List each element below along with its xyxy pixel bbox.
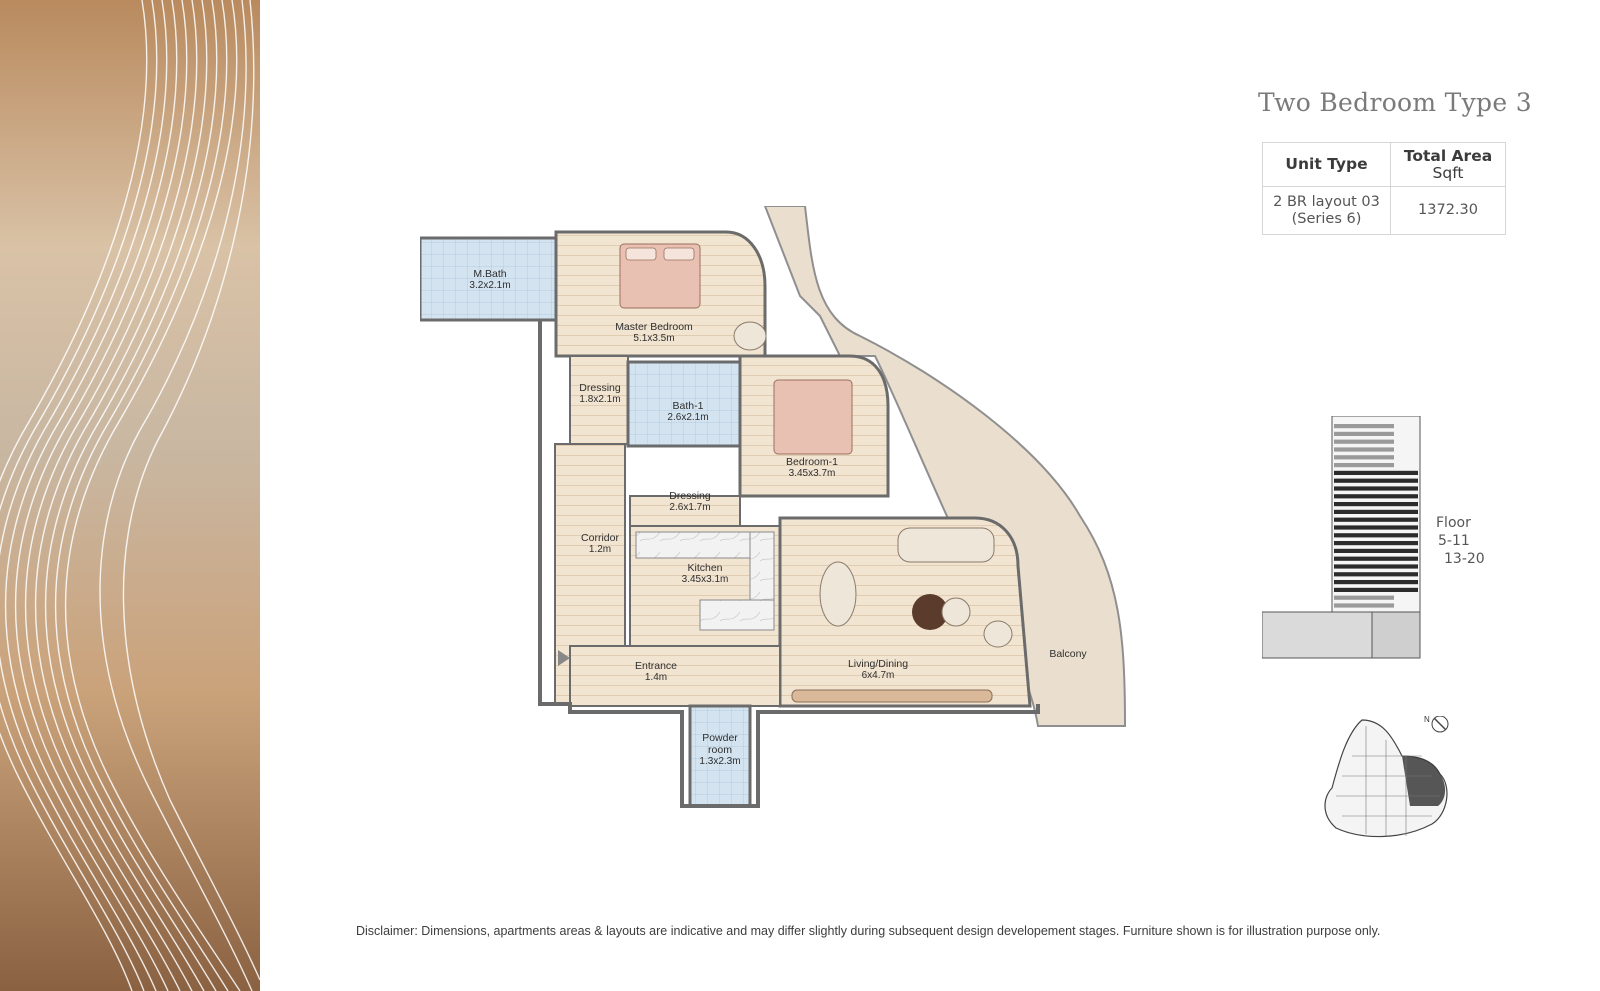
floor-range-1: 5-11: [1438, 533, 1470, 549]
compass-icon: [1431, 715, 1449, 733]
tower-floor-band: [1334, 463, 1394, 468]
highlighted-unit: [1402, 756, 1446, 806]
media-console: [791, 689, 993, 703]
tower-elevation-diagram: [1261, 415, 1432, 662]
label-powder-room: Powder room 1.3x2.3m: [699, 732, 741, 767]
label-master-bedroom: Master Bedroom 5.1x3.5m: [615, 321, 693, 344]
label-balcony: Balcony: [1049, 648, 1087, 660]
sofa: [897, 527, 995, 563]
side-table: [941, 597, 971, 627]
tower-floor-band: [1334, 478, 1418, 483]
floor-label: Floor: [1436, 515, 1471, 531]
tower-floor-band: [1334, 525, 1418, 530]
unit-spec-table: Unit Type Total Area Sqft 2 BR layout 03…: [1262, 142, 1506, 235]
tower-floor-band: [1334, 541, 1418, 546]
header-total-area-label: Total Area: [1403, 146, 1493, 165]
label-dressing-1: Dressing 1.8x2.1m: [579, 382, 621, 405]
bath-1-area: [626, 360, 742, 448]
dressing-2-area: [629, 495, 741, 527]
compass-needle-icon: [1433, 717, 1447, 731]
label-corridor: Corridor 1.2m: [581, 532, 619, 555]
label-bath-1: Bath-1 2.6x2.1m: [667, 400, 709, 423]
tower-floor-band: [1334, 572, 1418, 577]
outer-wall: [538, 320, 1040, 808]
tower-floor-band: [1334, 533, 1418, 538]
tower-floor-band: [1334, 517, 1418, 522]
header-unit-type: Unit Type: [1262, 142, 1391, 187]
table-header-row: Unit Type Total Area Sqft: [1262, 142, 1506, 187]
tower-floor-band: [1334, 556, 1418, 561]
pillow: [625, 247, 657, 261]
tower-floor-band: [1334, 494, 1418, 499]
tower-floor-band: [1334, 486, 1418, 491]
tower-floor-band: [1334, 424, 1394, 429]
powder-room-area: [688, 704, 752, 808]
balcony-area: [763, 206, 1127, 727]
entrance-arrow-icon: [558, 650, 570, 666]
entrance-area: [569, 645, 781, 707]
floor-range-2: 13-20: [1444, 551, 1485, 567]
label-entrance: Entrance 1.4m: [634, 660, 678, 683]
disclaimer-text: Disclaimer: Dimensions, apartments areas…: [356, 924, 1381, 938]
armchair: [983, 620, 1013, 648]
cell-total-area: 1372.30: [1390, 186, 1506, 235]
tower-floor-band: [1334, 470, 1418, 475]
floor-plan: M.Bath 3.2x2.1m Master Bedroom 5.1x3.5m …: [420, 206, 1130, 820]
unit-series: (Series 6): [1291, 210, 1362, 227]
label-dressing-2: Dressing 2.6x1.7m: [669, 490, 711, 513]
unit-title: Two Bedroom Type 3: [1258, 88, 1532, 117]
tower-floor-band: [1334, 587, 1418, 592]
header-area-unit: Sqft: [1432, 163, 1464, 182]
armchair: [733, 321, 767, 351]
tower-floor-band: [1334, 455, 1394, 460]
master-bath-area: [420, 236, 558, 322]
bedroom-1-bed: [773, 379, 853, 455]
coffee-table: [912, 594, 948, 630]
dining-table: [819, 561, 857, 627]
floor-plan-drawing: [420, 206, 1127, 808]
unit-layout-name: 2 BR layout 03: [1273, 193, 1380, 210]
tower-floor-band: [1334, 431, 1394, 436]
tower-floor-band: [1334, 439, 1394, 444]
north-label: N: [1424, 716, 1430, 724]
header-total-area: Total Area Sqft: [1390, 142, 1506, 187]
pillow: [663, 247, 695, 261]
floor-info: Floor 5-11 13-20: [1436, 514, 1485, 568]
table-row: 2 BR layout 03 (Series 6) 1372.30: [1262, 186, 1506, 235]
tower-floor-band: [1334, 548, 1418, 553]
tower-floor-band: [1334, 603, 1394, 608]
tower-floor-band: [1334, 502, 1418, 507]
label-kitchen: Kitchen 3.45x3.1m: [681, 562, 729, 585]
label-bedroom-1: Bedroom-1 3.45x3.7m: [786, 456, 838, 479]
dressing-1-area: [569, 355, 629, 445]
tower-floor-band: [1334, 509, 1418, 514]
decorative-side-image: [0, 0, 260, 991]
cell-unit-layout: 2 BR layout 03 (Series 6): [1262, 186, 1391, 235]
label-living-dining: Living/Dining 6x4.7m: [847, 658, 909, 681]
podium-annex: [1371, 611, 1421, 659]
key-plan-grid: [1336, 726, 1440, 836]
kitchen-island: [699, 599, 775, 631]
key-plan-diagram: N: [1322, 715, 1472, 846]
tower-floor-band: [1334, 564, 1418, 569]
tower-floor-band: [1334, 580, 1418, 585]
tower-floor-band: [1334, 447, 1394, 452]
label-master-bath: M.Bath 3.2x2.1m: [469, 268, 511, 291]
tower-floor-bands: [1334, 424, 1418, 608]
tower-floor-band: [1334, 595, 1394, 600]
podium: [1261, 611, 1373, 659]
